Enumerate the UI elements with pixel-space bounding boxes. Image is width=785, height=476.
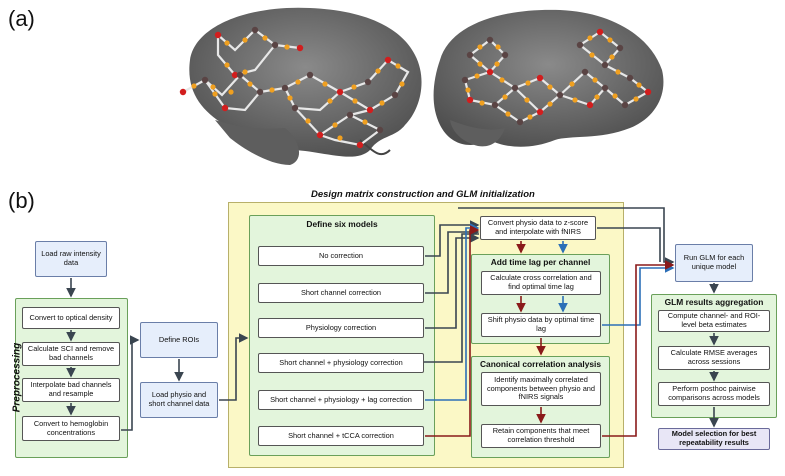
panel-a-label: (a) [8,6,35,31]
dark-arrows [66,207,719,431]
glm-beta: Compute channel- and ROI- level beta est… [658,310,770,332]
model-physiology: Physiology correction [258,318,424,338]
model-selection-box: Model selection for best repeatability r… [658,428,770,450]
models-title: Define six models [306,219,378,229]
define-rois-box: Define ROIs [140,322,218,358]
step-sci: Calculate SCI and remove bad channels [22,342,120,366]
lag-shift-physio: Shift physio data by optimal time lag [481,313,601,337]
model-no-correction: No correction [258,246,424,266]
cca-retain: Retain components that meet correlation … [481,424,601,448]
design-title: Design matrix construction and GLM initi… [311,189,535,200]
left-channels [191,35,405,141]
right-channels [465,35,642,120]
model-short-channel: Short channel correction [258,283,424,303]
left-brain [189,7,422,165]
convert-physio-box: Convert physio data to z-score and inter… [480,216,596,240]
right-optodes [461,28,652,126]
cca-identify: Identify maximally correlated components… [481,372,601,406]
right-brain [433,9,664,147]
glm-title: GLM results aggregation [664,297,764,307]
model-short-physio: Short channel + physiology correction [258,353,424,373]
load-raw-box: Load raw intensity data [35,241,107,277]
glm-posthoc: Perform posthoc pairwise comparisons acr… [658,382,770,406]
step-hemoglobin: Convert to hemoglobin concentrations [22,416,120,441]
lag-title: Add time lag per channel [490,257,591,267]
step-optical-density: Convert to optical density [22,307,120,329]
left-optodes [179,26,399,149]
model-short-physio-lag: Short channel + physiology + lag correct… [258,390,424,410]
run-glm-box: Run GLM for each unique model [675,244,753,282]
load-physio-box: Load physio and short channel data [140,382,218,418]
glm-rmse: Calculate RMSE averages across sessions [658,346,770,370]
model-short-tcca: Short channel + tCCA correction [258,426,424,446]
panel-b-label: (b) [8,188,35,213]
cca-title: Canonical correlation analysis [479,359,602,369]
lag-cross-correlation: Calculate cross correlation and find opt… [481,271,601,295]
step-interpolate: Interpolate bad channels and resample [22,378,120,402]
red-arrows [425,225,675,437]
